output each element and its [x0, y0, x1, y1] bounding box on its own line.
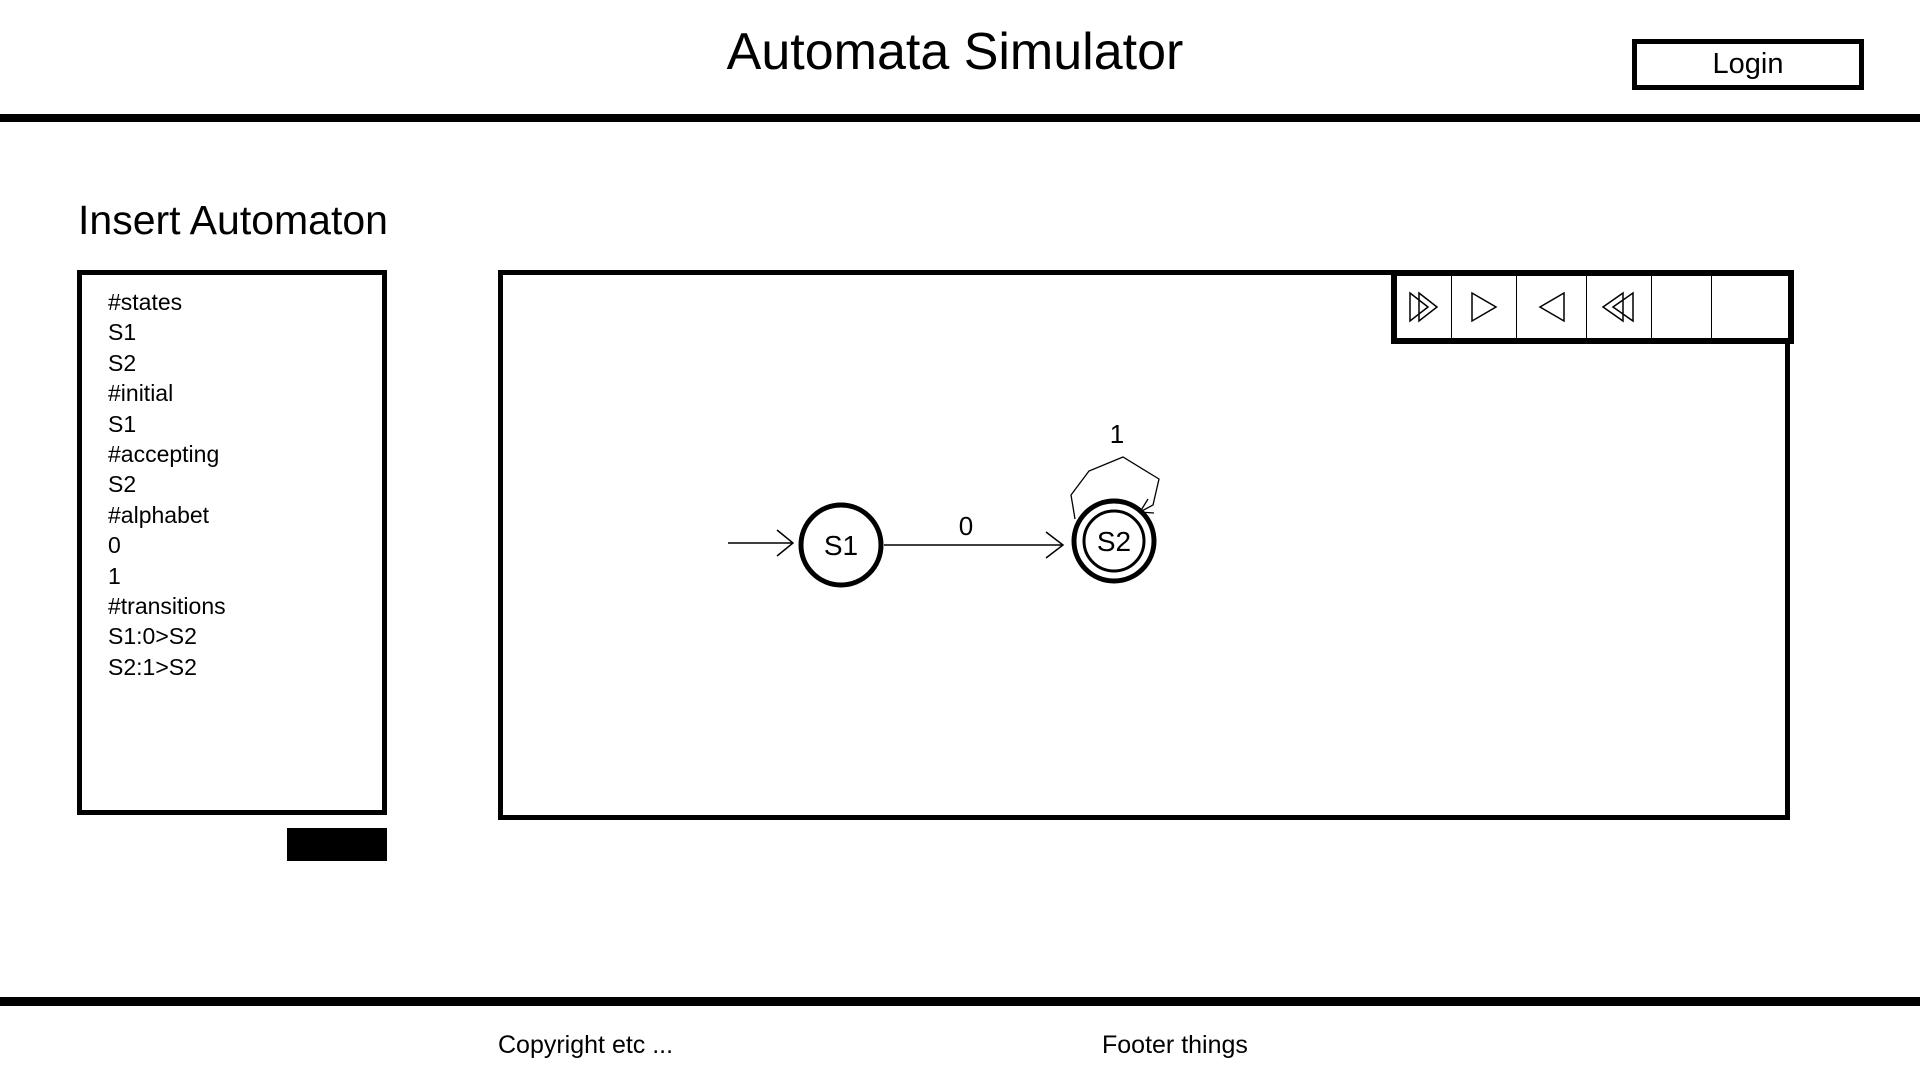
playback-toolbar	[1391, 270, 1794, 344]
app-title: Automata Simulator	[726, 23, 1184, 81]
state-s1[interactable]: S1	[798, 502, 884, 588]
rewind-button[interactable]	[1586, 276, 1652, 338]
editor-line: #initial	[108, 380, 174, 407]
step-forward-button[interactable]	[1452, 276, 1518, 338]
editor-line: S1:0>S2	[108, 623, 197, 650]
automaton-canvas[interactable]: S1 0 S2 1	[498, 270, 1790, 820]
editor-line: S2:1>S2	[108, 653, 197, 680]
editor-line: S1	[108, 410, 137, 437]
toolbar-empty-button-5[interactable]	[1651, 276, 1712, 338]
double-right-triangle-icon	[1409, 291, 1439, 323]
toolbar-empty-button-6[interactable]	[1712, 276, 1789, 338]
state-label: S2	[1097, 526, 1131, 557]
insert-automaton-heading: Insert Automaton	[78, 197, 388, 243]
double-left-triangle-icon	[1601, 291, 1634, 323]
submit-automaton-button[interactable]	[287, 828, 387, 861]
right-triangle-icon	[1471, 291, 1498, 323]
editor-line: S1	[108, 319, 137, 346]
fast-forward-button[interactable]	[1397, 276, 1453, 338]
transition-s1-s2: 0	[884, 511, 1065, 559]
automaton-definition-lines: #states S1 S2 #initial S1 #accepting S2 …	[108, 287, 226, 682]
automaton-diagram: S1 0 S2 1	[728, 419, 1160, 588]
editor-line: #alphabet	[108, 501, 210, 528]
header-divider	[0, 114, 1920, 122]
footer-copyright: Copyright etc ...	[498, 1031, 674, 1059]
editor-line: 1	[108, 562, 121, 589]
editor-line: #accepting	[108, 441, 220, 468]
step-back-button[interactable]	[1517, 276, 1587, 338]
editor-line: #transitions	[108, 593, 226, 620]
transition-label: 1	[1110, 419, 1124, 449]
editor-line: #states	[108, 289, 183, 315]
editor-line: 0	[108, 532, 121, 559]
login-button[interactable]: Login	[1632, 39, 1864, 90]
left-triangle-icon	[1538, 291, 1565, 323]
editor-line: S2	[108, 471, 137, 498]
initial-state-arrow	[728, 529, 795, 557]
state-label: S1	[824, 530, 858, 561]
footer-divider	[0, 997, 1920, 1006]
state-s2[interactable]: S2	[1071, 498, 1157, 584]
automaton-definition-input[interactable]: #states S1 S2 #initial S1 #accepting S2 …	[77, 270, 387, 815]
transition-label: 0	[959, 511, 973, 541]
transition-s2-self-loop: 1	[1070, 419, 1160, 520]
editor-line: S2	[108, 349, 137, 376]
footer-extra-text: Footer things	[1102, 1031, 1248, 1059]
